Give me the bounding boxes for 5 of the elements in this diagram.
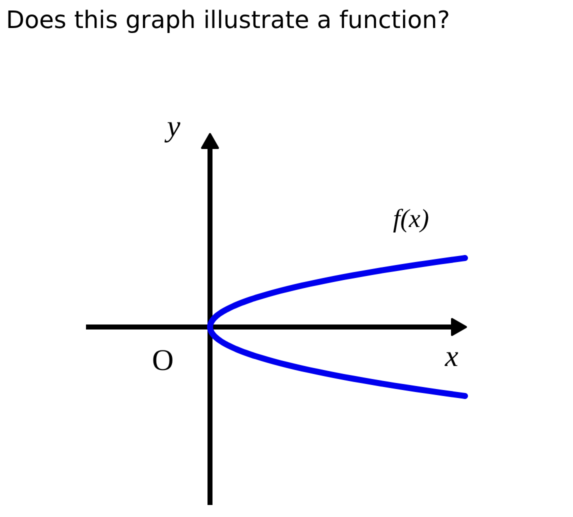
axis-label: y (167, 112, 180, 142)
origin-label: O (152, 346, 174, 376)
function-label: f(x) (393, 206, 430, 232)
question-title: Does this graph illustrate a function? (6, 6, 450, 34)
axis-label: x (445, 342, 458, 372)
